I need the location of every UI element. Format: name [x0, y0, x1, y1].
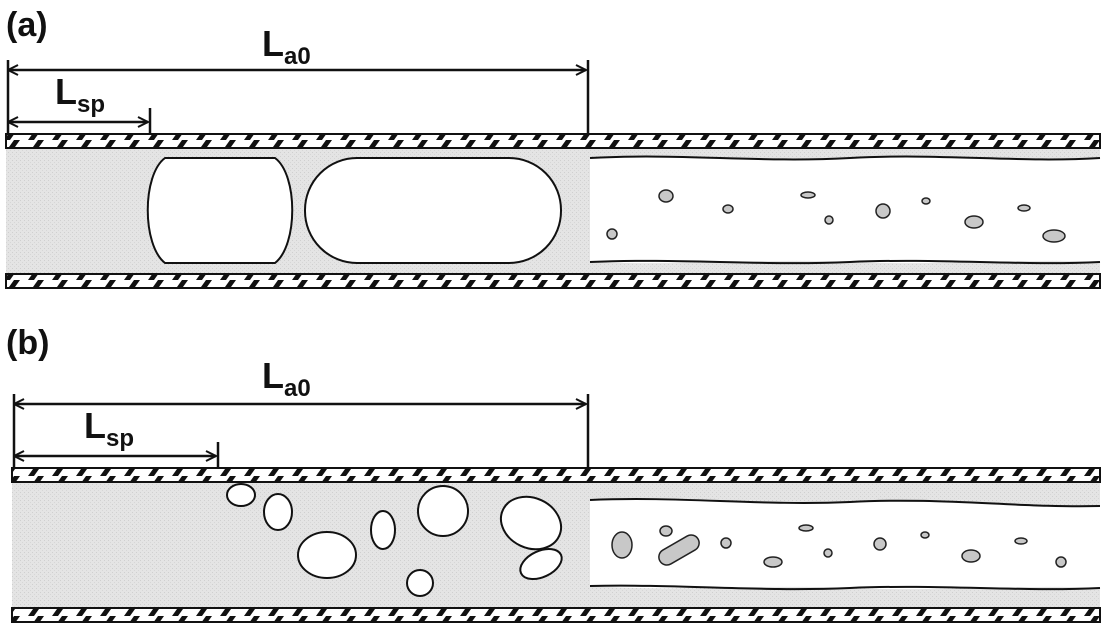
panel-b-droplet [720, 537, 732, 549]
panel-b-bubble [297, 531, 357, 579]
panel-a-droplet [658, 189, 674, 203]
panel-b-droplet [659, 525, 673, 537]
panel-b-bubble [263, 493, 293, 531]
panel-a-droplet [606, 228, 618, 240]
panel-a-gas-core [590, 156, 1100, 264]
panel-b-bubble [417, 485, 469, 537]
panel-b-core-upper-interface [589, 498, 1101, 508]
panel-a-core-lower-interface [589, 259, 1101, 265]
panel-b-bubble [499, 495, 563, 551]
panel-a-elongated-bubble-1 [146, 157, 294, 264]
panel-a-droplet [722, 204, 734, 214]
panel-b-lsp-dimension: Lsp [14, 405, 220, 468]
panel-b-bubble [519, 547, 563, 581]
panel-a-la0-label: La0 [262, 23, 311, 70]
panel-b-top-wall [11, 467, 1101, 483]
panel-a-lsp-dimension: Lsp [8, 71, 152, 134]
panel-b-droplet [611, 531, 633, 559]
panel-a-label: (a) [6, 6, 48, 44]
panel-b-bottom-wall [11, 607, 1101, 623]
panel-a-core-upper-interface [589, 155, 1101, 161]
panel-b-droplet [873, 537, 887, 551]
panel-b-bubble [406, 569, 434, 597]
panel-b-la0-dimension: La0 [12, 355, 590, 468]
panel-b-droplet [1014, 537, 1028, 545]
panel-a-elongated-bubble-2 [304, 157, 562, 264]
panel-b-la0-label: La0 [262, 355, 311, 402]
panel-a-bottom-wall [5, 273, 1101, 289]
panel-a-droplet [1042, 229, 1066, 243]
panel-b-droplet [823, 548, 833, 558]
panel-a-top-wall [5, 133, 1101, 149]
panel-b-droplet [763, 556, 783, 568]
panel-b-label: (b) [6, 324, 49, 362]
panel-a-droplet [824, 215, 834, 225]
panel-a-droplet [1017, 204, 1031, 212]
panel-b: (b) [6, 324, 1101, 623]
panel-b-droplet [1055, 556, 1067, 568]
panel-a: (a) L [5, 6, 1101, 289]
panel-b-core-lower-interface [589, 584, 1101, 591]
panel-b-bubble [226, 483, 256, 507]
panel-b-droplet [798, 524, 814, 532]
panel-a-lsp-label: Lsp [55, 71, 105, 118]
panel-b-droplet-elongated [658, 534, 700, 566]
panel-b-droplet [920, 531, 930, 539]
panel-a-droplet [875, 203, 891, 219]
panel-b-gas-core [590, 499, 1100, 590]
panel-b-droplet [961, 549, 981, 563]
panel-a-droplet [800, 191, 816, 199]
panel-b-lsp-label: Lsp [84, 405, 134, 452]
panel-a-droplet [964, 215, 984, 229]
panel-a-droplet [921, 197, 931, 205]
panel-b-bubble [370, 510, 396, 550]
